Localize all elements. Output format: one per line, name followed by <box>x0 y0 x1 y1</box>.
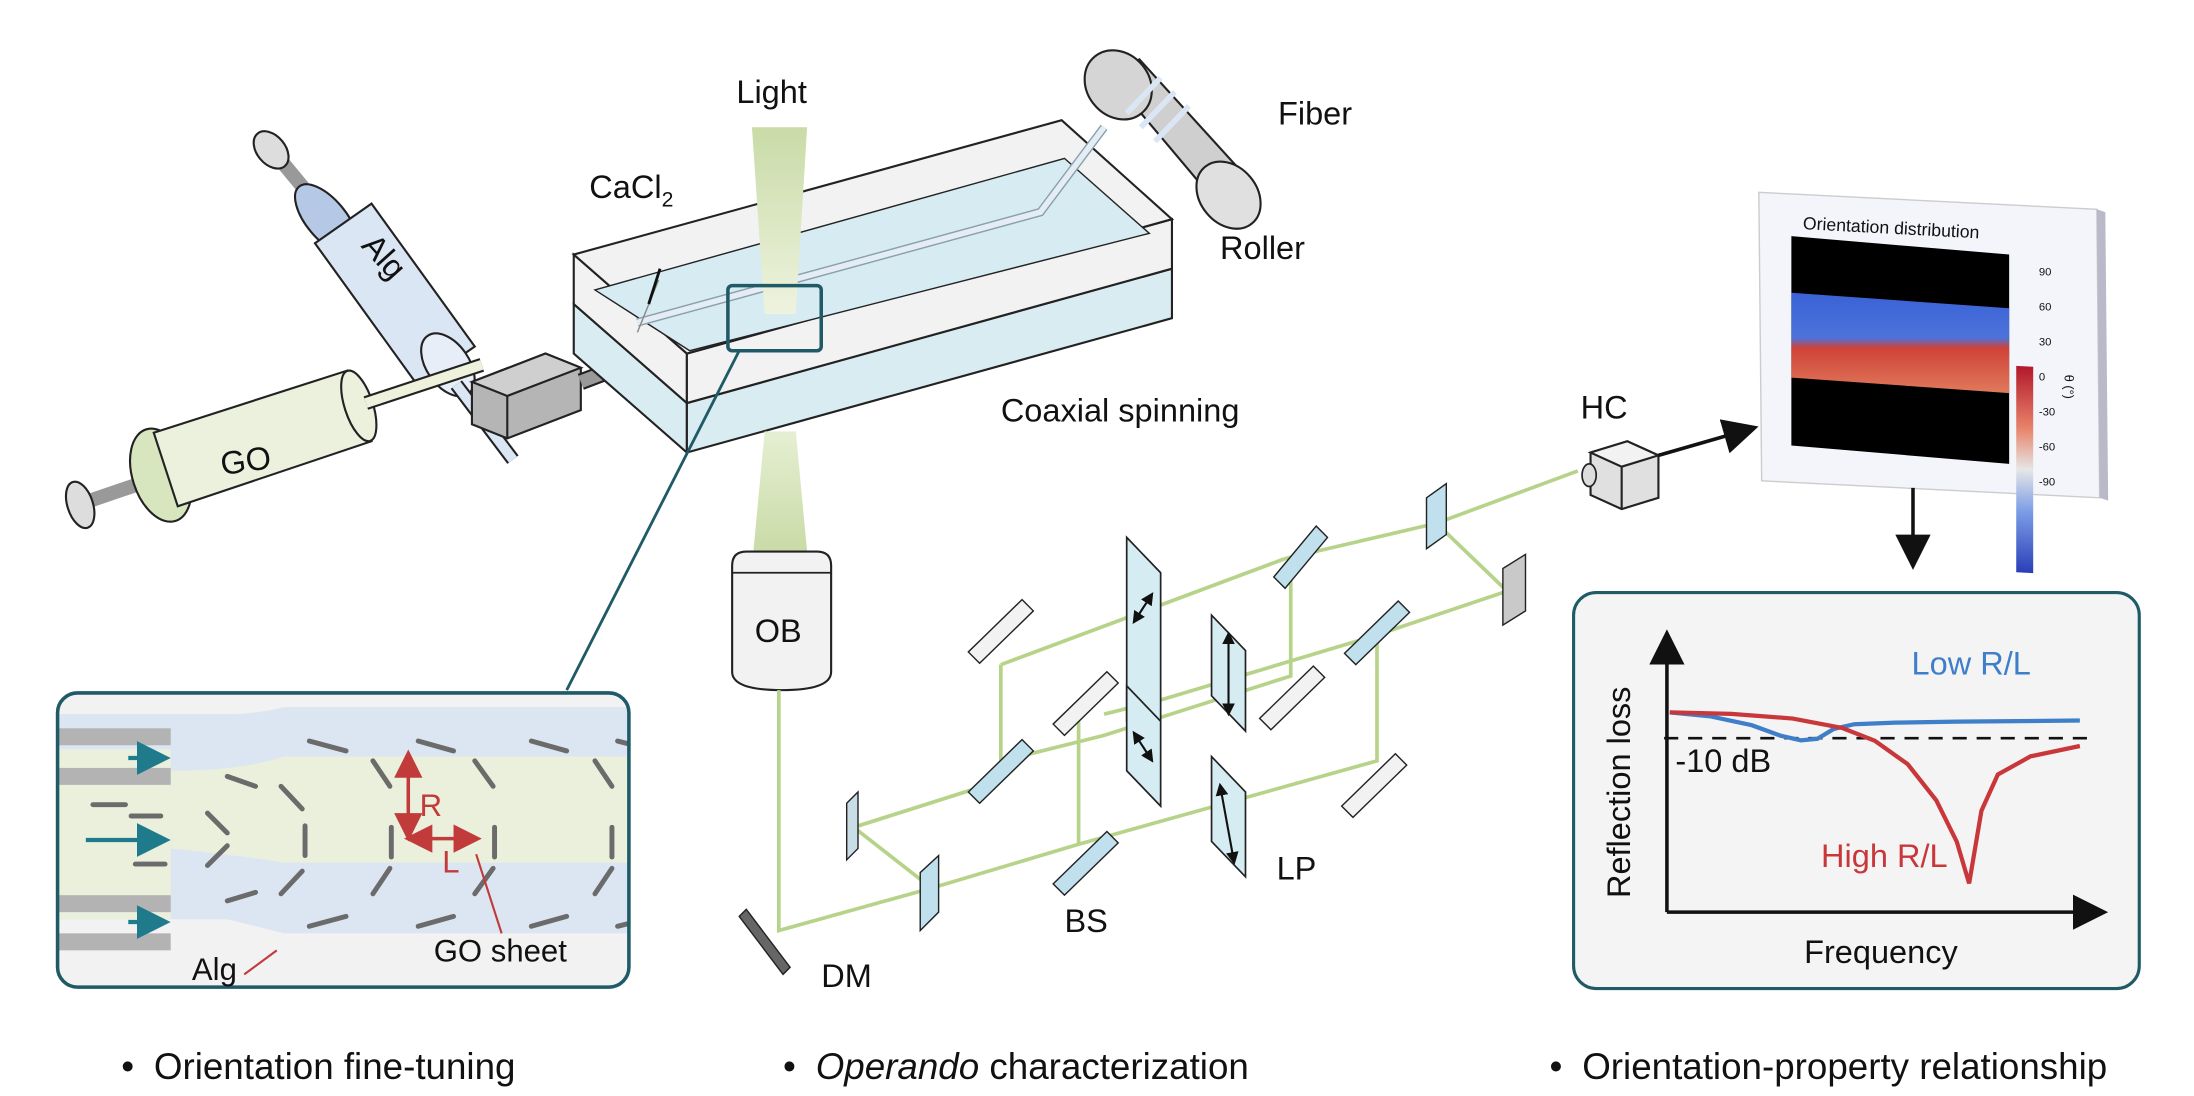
camera-to-image-arrow <box>1657 419 1759 458</box>
go-sheet-segment <box>592 865 615 897</box>
colorbar <box>2016 365 2034 574</box>
go-sheet-segment <box>278 783 305 812</box>
go-sheet-segment <box>615 919 629 929</box>
go-syringe-label: GO <box>218 439 273 482</box>
beam-splitter <box>1052 830 1120 897</box>
go-sheet-segment <box>415 738 457 754</box>
colorbar-tick-label: -90 <box>2039 476 2055 488</box>
go-sheet-segment <box>472 758 496 789</box>
caption-orientation-fine-tuning: •Orientation fine-tuning <box>121 1046 515 1087</box>
colorbar-tick-label: 0 <box>2039 371 2045 383</box>
optical-elements <box>738 482 1527 976</box>
zoom-region-box <box>726 283 823 353</box>
cacl2-bath: CaCl2 <box>571 119 1175 455</box>
zoom-leader-line <box>565 350 741 691</box>
captions: •Orientation fine-tuning •Operando chara… <box>121 1046 2107 1087</box>
legend-low-rl: Low R/L <box>1912 646 2031 682</box>
go-sheet-pointer <box>475 853 503 934</box>
go-sheet-segment <box>278 868 305 897</box>
threshold-label: -10 dB <box>1675 743 1771 779</box>
orientation-panel: Orientation distribution 9060300-30-60-9… <box>1758 191 2109 574</box>
inset-alg-label: Alg <box>192 952 237 987</box>
alg-plunger-head <box>252 130 290 170</box>
roller-label: Roller <box>1220 230 1305 266</box>
y-axis-label: Reflection loss <box>1601 687 1637 898</box>
series-low-rl-line <box>1669 710 2080 743</box>
objective-lens: OB <box>731 550 833 692</box>
colorbar-tick-label: 90 <box>2039 266 2052 278</box>
high-speed-camera <box>1581 419 1759 511</box>
linear-polarizer <box>1210 754 1247 879</box>
l-label: L <box>442 845 459 880</box>
legend-high-rl: High R/L <box>1821 838 1948 874</box>
go-sheet-segment <box>306 738 349 754</box>
go-sheet-segment <box>306 913 349 929</box>
go-sheet-segment <box>615 738 629 748</box>
caption-orientation-property-relationship: •Orientation-property relationship <box>1550 1046 2108 1087</box>
go-sheet-label: GO sheet <box>434 934 567 969</box>
bs-label: BS <box>1064 903 1107 939</box>
colorbar-ticks: 90 60 30 0 -30 -60 -90 <box>2039 266 2055 488</box>
cacl2-pointer <box>647 268 662 305</box>
coaxial-spinning-label: Coaxial spinning <box>1001 392 1240 428</box>
go-sheet-segment <box>224 889 259 904</box>
lp-label: LP <box>1277 851 1317 887</box>
go-sheet-segment <box>528 738 570 754</box>
x-axis-label: Frequency <box>1804 934 1958 970</box>
beam-paths <box>776 469 1579 933</box>
colorbar-tick-label: -60 <box>2039 441 2055 453</box>
light-label: Light <box>736 74 807 110</box>
colorbar-tick-label: -30 <box>2039 406 2055 418</box>
chart-panel-frame <box>1572 590 2141 991</box>
orientation-map-fiber <box>1791 292 2010 394</box>
hc-label: HC <box>1581 390 1628 426</box>
reflection-loss-panel: -10 dB Low R/L High R/L Reflection loss … <box>1572 590 2141 991</box>
colorbar-tick-label: 60 <box>2039 301 2052 313</box>
inset-frame <box>55 691 631 989</box>
light-beam-bottom <box>753 431 808 552</box>
dichroic-mirror <box>738 908 792 976</box>
nozzle-inset: R L Alg GO sheet <box>55 691 631 989</box>
cacl2-label: CaCl2 <box>589 169 673 211</box>
go-sheet-segment <box>370 865 393 897</box>
go-sheet-segment <box>592 758 615 789</box>
dm-label: DM <box>821 958 872 994</box>
go-syringe: GO <box>64 358 485 530</box>
go-barrel <box>152 369 373 508</box>
light-beam-top <box>751 127 808 314</box>
go-sheet-segment <box>224 773 259 789</box>
caption-operando-characterization: •Operando characterization <box>783 1046 1249 1087</box>
fiber-label: Fiber <box>1278 95 1352 131</box>
go-sheet-segment <box>204 810 230 836</box>
colorbar-tick-label: 30 <box>2039 336 2052 348</box>
go-sheet-segment <box>370 758 393 789</box>
go-plunger-head <box>64 480 96 530</box>
series-high-rl-line <box>1669 710 2081 885</box>
go-sheet-segment <box>528 913 570 929</box>
roller <box>1083 49 1262 230</box>
ob-label: OB <box>755 613 802 649</box>
colorbar-label: θ (°) <box>2061 375 2076 399</box>
go-sheet-segment <box>415 913 457 929</box>
go-sheet-segment <box>204 843 230 868</box>
alg-pointer <box>243 949 278 976</box>
r-label: R <box>420 788 442 823</box>
